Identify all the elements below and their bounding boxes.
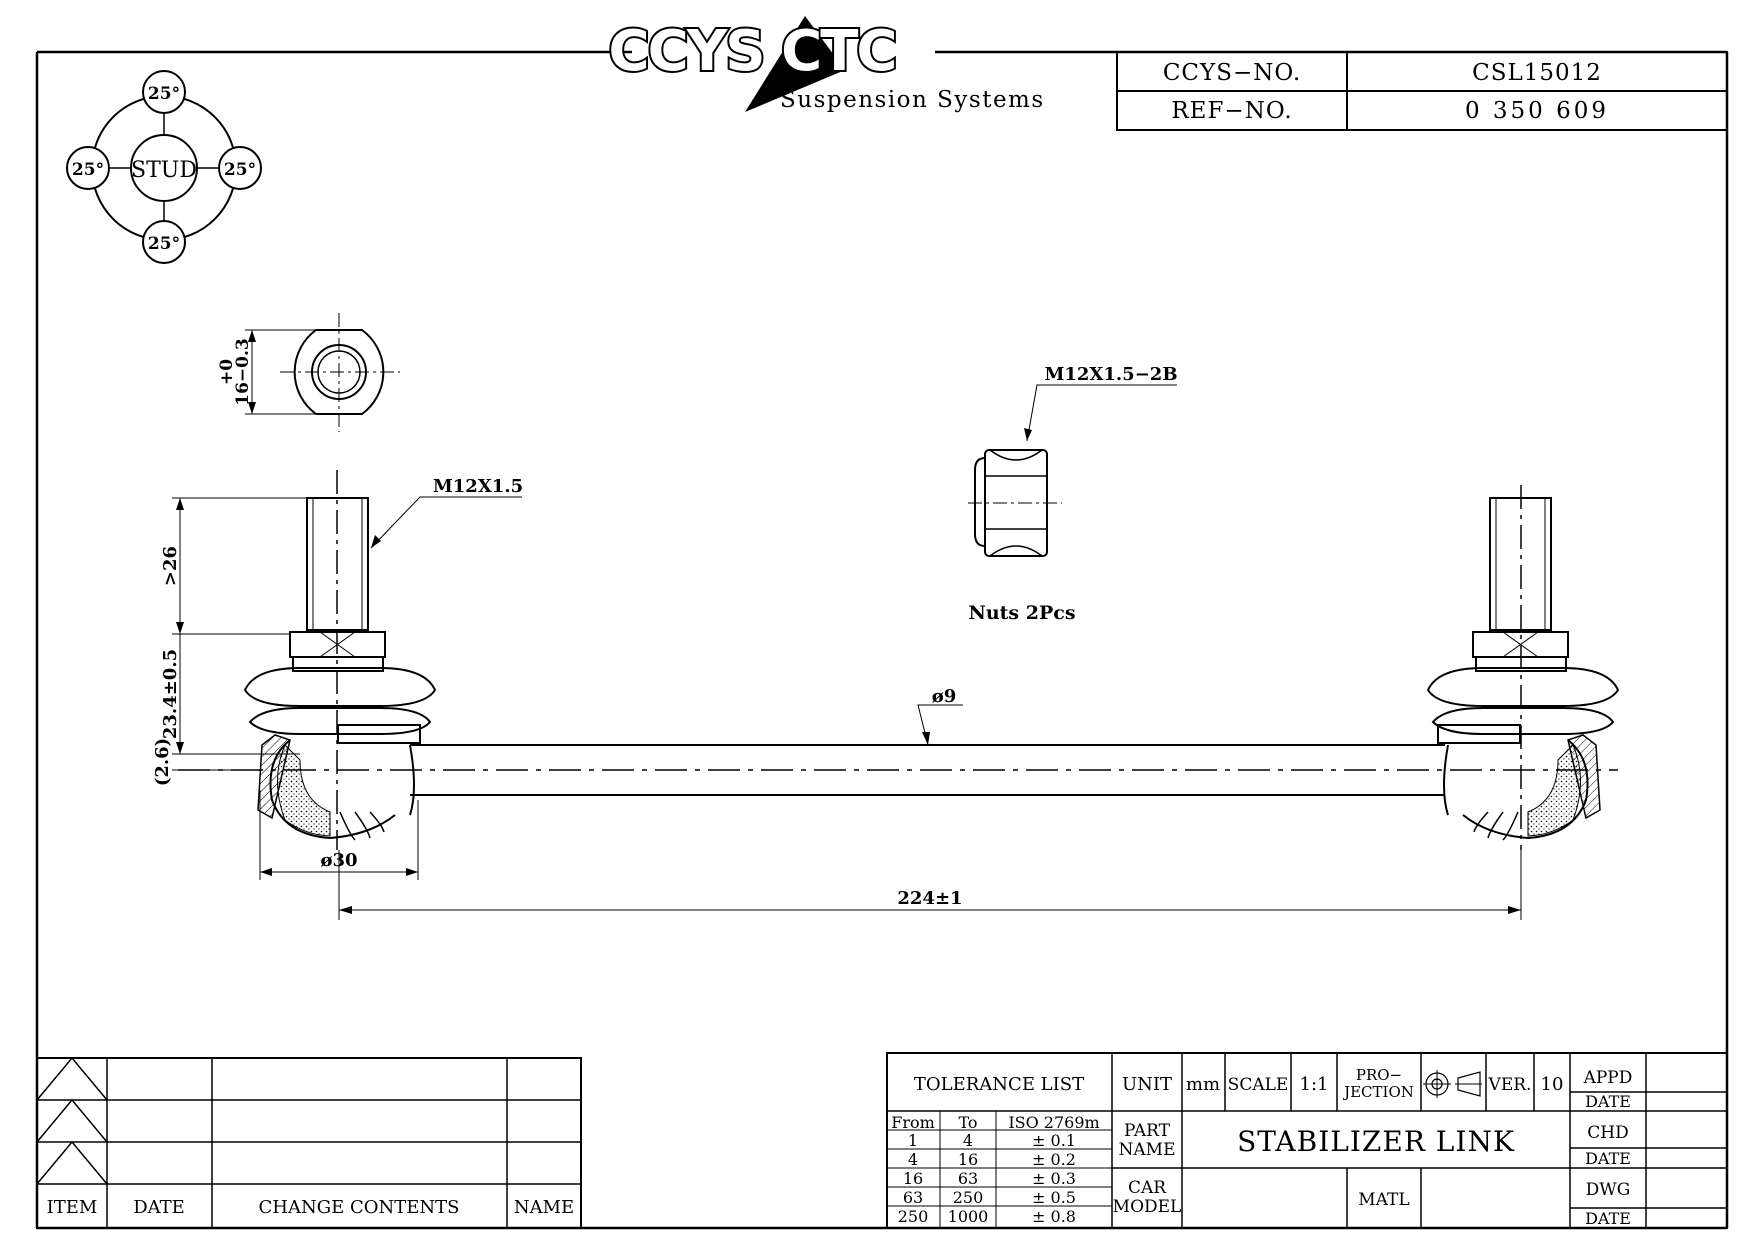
rod-diameter-dim: ø9 [932, 686, 957, 707]
stabilizer-rod [178, 744, 1618, 796]
tol-row-3-value: ± 0.3 [1032, 1169, 1076, 1188]
title-block: TOLERANCE LIST From To ISO 2769m 1 4 ± 0… [886, 1052, 1728, 1229]
left-stud-assembly [243, 470, 437, 850]
company-logo: CCYS CTC Suspension Systems [607, 16, 1045, 113]
checked-date-label: DATE [1585, 1149, 1631, 1168]
tol-row-2-to: 16 [958, 1150, 978, 1169]
tol-row-3-from: 16 [903, 1169, 923, 1188]
hex-tolerance-size: 16−0.3 [233, 338, 253, 405]
unit-label: UNIT [1122, 1074, 1172, 1095]
scale-label: SCALE [1228, 1075, 1289, 1095]
tol-row-4-value: ± 0.5 [1032, 1188, 1076, 1207]
stud-angle-right: 25° [224, 160, 256, 180]
stud-angle-left: 25° [72, 160, 104, 180]
approved-date-label: DATE [1585, 1092, 1631, 1111]
ref-no-value: 0 350 609 [1465, 98, 1609, 124]
tol-header-iso: ISO 2769m [1008, 1113, 1099, 1132]
car-model-label-2: MODEL [1113, 1197, 1182, 1217]
rev-header-change-contents: CHANGE CONTENTS [259, 1197, 460, 1218]
stud-length-dim: >26 [160, 546, 181, 586]
stud-angle-diagram: STUD 25° 25° 25° 25° [66, 70, 262, 264]
material-label: MATL [1358, 1190, 1409, 1210]
lock-nut: M12X1.5−2B Nuts 2Pcs [968, 364, 1178, 624]
tol-row-2-from: 4 [908, 1150, 918, 1169]
tol-row-1-to: 4 [963, 1131, 973, 1150]
tol-row-5-value: ± 0.8 [1032, 1207, 1076, 1226]
projection-symbol-icon [1423, 1070, 1482, 1098]
right-stud-assembly [1426, 485, 1620, 850]
ccys-no-label: CCYS−NO. [1163, 60, 1301, 86]
tol-row-5-to: 1000 [948, 1207, 989, 1226]
tol-row-5-from: 250 [898, 1207, 929, 1226]
length-dim: 224±1 [897, 888, 962, 909]
tol-row-1-value: ± 0.1 [1032, 1131, 1076, 1150]
unit-value: mm [1186, 1074, 1220, 1095]
dimension-lines: M12X1.5 >26 23.4±0.5 (2.6) ø9 ø30 224±1 [152, 476, 1522, 920]
rev-header-item: ITEM [47, 1197, 98, 1218]
ccys-no-value: CSL15012 [1472, 60, 1602, 86]
logo-brand: CCYS CTC [609, 19, 896, 84]
height-dim: 23.4±0.5 [160, 649, 181, 739]
ref-no-label: REF−NO. [1171, 98, 1292, 124]
stud-angle-top: 25° [148, 84, 180, 104]
logo-tagline: Suspension Systems [780, 87, 1045, 113]
tol-row-2-value: ± 0.2 [1032, 1150, 1076, 1169]
tol-row-1-from: 1 [908, 1131, 918, 1150]
drawn-label: DWG [1586, 1180, 1631, 1200]
header-info-block: CCYS−NO. CSL15012 REF−NO. 0 350 609 [1116, 51, 1728, 131]
tol-header-from: From [891, 1113, 935, 1132]
checked-label: CHD [1587, 1123, 1628, 1143]
tol-header-to: To [958, 1113, 977, 1132]
tol-row-4-from: 63 [903, 1188, 923, 1207]
tol-row-3-to: 63 [958, 1169, 978, 1188]
projection-label-1: PRO− [1356, 1066, 1402, 1084]
stud-center-label: STUD [131, 158, 197, 183]
part-name-label-1: PART [1124, 1121, 1171, 1141]
nut-thread-label: M12X1.5−2B [1044, 364, 1177, 385]
drawn-date-label: DATE [1585, 1209, 1631, 1228]
rev-header-name: NAME [514, 1197, 574, 1218]
version-value: 10 [1541, 1074, 1564, 1095]
rev-header-date: DATE [133, 1197, 185, 1218]
left-thread-label: M12X1.5 [433, 476, 523, 497]
projection-label-2: JECTION [1342, 1083, 1414, 1101]
car-model-label-1: CAR [1128, 1178, 1167, 1198]
hex-top-view: +0 16−0.3 [217, 313, 400, 432]
scale-value: 1:1 [1300, 1074, 1329, 1095]
tol-row-4-to: 250 [953, 1188, 984, 1207]
part-name-label-2: NAME [1119, 1140, 1176, 1160]
stud-angle-bottom: 25° [148, 234, 180, 254]
nuts-quantity-note: Nuts 2Pcs [968, 602, 1075, 624]
hex-tolerance-top: +0 [217, 359, 237, 385]
part-name-value: STABILIZER LINK [1237, 1125, 1515, 1158]
revision-block: ITEM DATE CHANGE CONTENTS NAME [36, 1056, 582, 1229]
tolerance-list-title: TOLERANCE LIST [914, 1074, 1084, 1095]
offset-dim: (2.6) [152, 738, 173, 786]
version-label: VER. [1488, 1075, 1532, 1095]
approved-label: APPD [1583, 1068, 1633, 1088]
